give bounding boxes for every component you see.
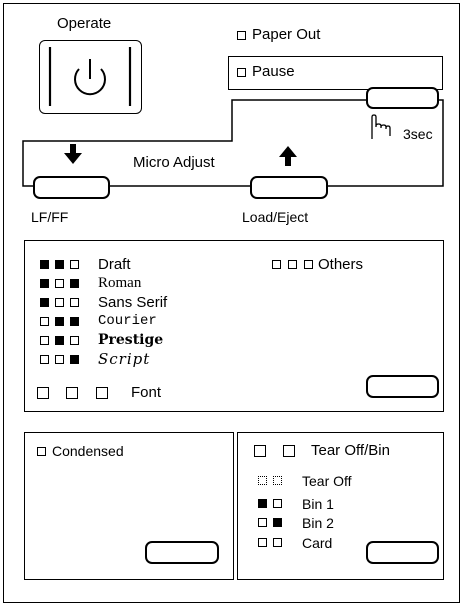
pause-led: [237, 68, 246, 77]
micro-adjust-outline: [22, 99, 444, 187]
tear-off-mode-led: [258, 518, 267, 527]
lf-ff-button[interactable]: [33, 176, 110, 199]
font-name: Courier: [98, 313, 157, 329]
font-led: [70, 279, 79, 288]
tear-off-mode-led: [273, 476, 282, 485]
pause-box: [228, 56, 443, 90]
font-led: [70, 260, 79, 269]
operate-button[interactable]: [39, 40, 142, 114]
arrow-down-icon: [64, 144, 82, 164]
condensed-button[interactable]: [145, 541, 219, 564]
font-indicator-1: [37, 387, 49, 399]
font-name: Script: [98, 350, 151, 368]
tear-off-mode-name: Card: [302, 535, 333, 551]
font-led: [55, 260, 64, 269]
others-led-1: [272, 260, 281, 269]
font-led: [40, 298, 49, 307]
font-led: [55, 279, 64, 288]
font-led: [55, 298, 64, 307]
tear-off-mode-led: [273, 499, 282, 508]
font-name: Draft: [98, 256, 131, 273]
condensed-label: Condensed: [52, 443, 124, 459]
tear-off-mode-led: [273, 518, 282, 527]
font-led: [70, 317, 79, 326]
font-name: Prestige: [98, 332, 164, 348]
tear-off-mode-led: [273, 538, 282, 547]
font-led: [70, 298, 79, 307]
font-led: [55, 317, 64, 326]
hold-time-label: 3sec: [403, 126, 433, 142]
font-name: Sans Serif: [98, 294, 168, 311]
font-led: [40, 279, 49, 288]
tear-off-indicator-2: [283, 445, 295, 457]
tear-off-indicator-1: [254, 445, 266, 457]
font-button[interactable]: [366, 375, 439, 398]
operate-label: Operate: [57, 15, 112, 32]
condensed-panel: [24, 432, 234, 580]
font-name: Roman: [98, 275, 142, 291]
tear-off-mode-led: [258, 538, 267, 547]
tear-off-mode-name: Bin 2: [302, 515, 334, 531]
font-led: [40, 260, 49, 269]
tear-off-label: Tear Off/Bin: [311, 442, 390, 459]
tear-off-panel: [237, 432, 444, 580]
condensed-led: [37, 447, 46, 456]
font-led: [70, 355, 79, 364]
others-label: Others: [318, 256, 364, 273]
load-eject-button[interactable]: [250, 176, 328, 199]
others-led-2: [288, 260, 297, 269]
load-eject-label: Load/Eject: [242, 209, 309, 225]
font-label: Font: [131, 384, 162, 401]
power-icon: [48, 47, 132, 106]
control-panel-frame: [3, 3, 460, 603]
micro-adjust-label: Micro Adjust: [133, 154, 215, 171]
lf-ff-label: LF/FF: [31, 209, 69, 225]
font-led: [55, 336, 64, 345]
font-led: [40, 336, 49, 345]
pause-label: Pause: [252, 63, 295, 80]
pause-button[interactable]: [366, 87, 439, 109]
tear-off-mode-led: [258, 499, 267, 508]
font-panel: [24, 240, 444, 412]
font-led: [70, 336, 79, 345]
font-indicator-2: [66, 387, 78, 399]
tear-off-button[interactable]: [366, 541, 439, 564]
tear-off-mode-name: Bin 1: [302, 496, 334, 512]
paper-out-label: Paper Out: [252, 26, 321, 43]
font-led: [40, 317, 49, 326]
hand-pointer-icon: [371, 114, 391, 139]
tear-off-mode-name: Tear Off: [302, 473, 352, 489]
others-led-3: [304, 260, 313, 269]
font-led: [55, 355, 64, 364]
font-indicator-3: [96, 387, 108, 399]
paper-out-led: [237, 31, 246, 40]
tear-off-mode-led: [258, 476, 267, 485]
arrow-up-icon: [279, 146, 297, 166]
font-led: [40, 355, 49, 364]
